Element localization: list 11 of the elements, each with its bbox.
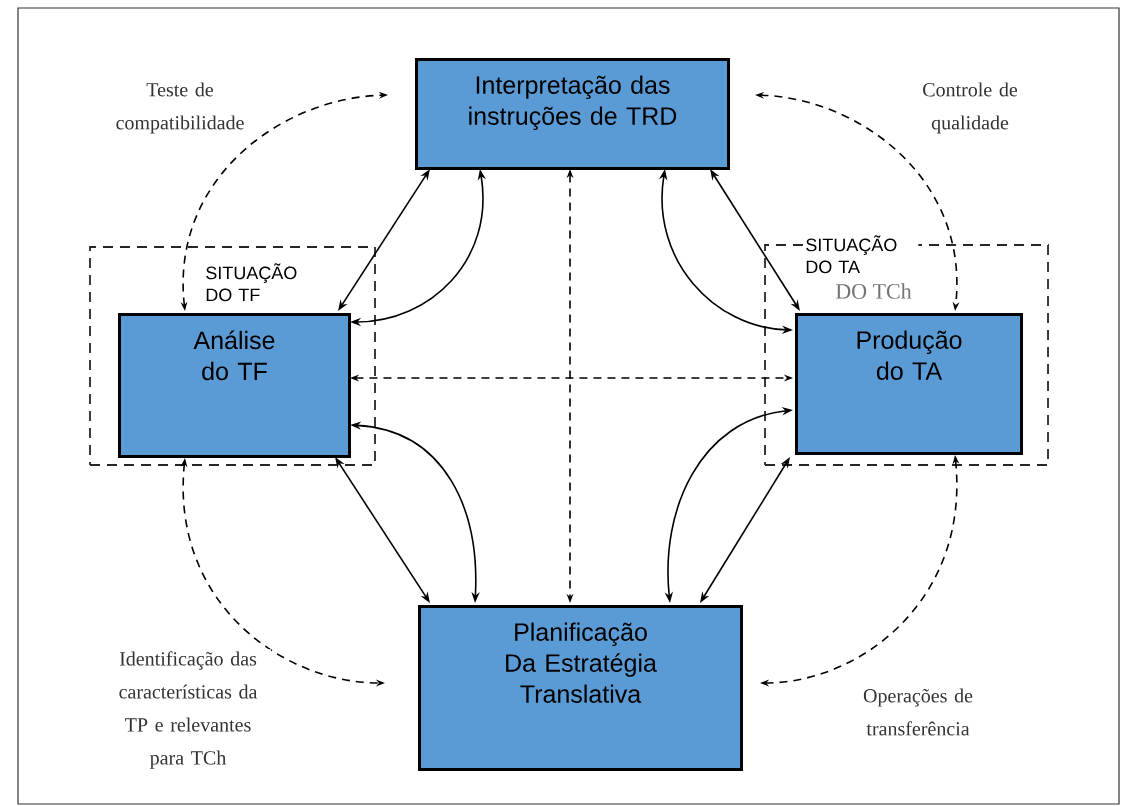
- process-box: Interpretação das instruções de TRD: [415, 58, 730, 170]
- edge-label: Identificação das características da TP e relevantes para TCh: [105, 649, 271, 771]
- edge-label: Operações de transferência: [846, 686, 990, 738]
- process-box: Produção do TA: [795, 313, 1023, 455]
- frame-heading: SITUAÇÃO DO TF: [206, 263, 297, 302]
- process-box: Análise do TF: [118, 313, 351, 458]
- frame-heading: SITUAÇÃO DO TA: [804, 234, 919, 275]
- edge-label: Teste de compatibilidade: [103, 80, 257, 136]
- edge-label: Controle de qualidade: [910, 80, 1030, 136]
- process-box: Planificação Da Estratégia Translativa: [418, 605, 743, 771]
- faded-heading: DO TCh: [835, 283, 912, 299]
